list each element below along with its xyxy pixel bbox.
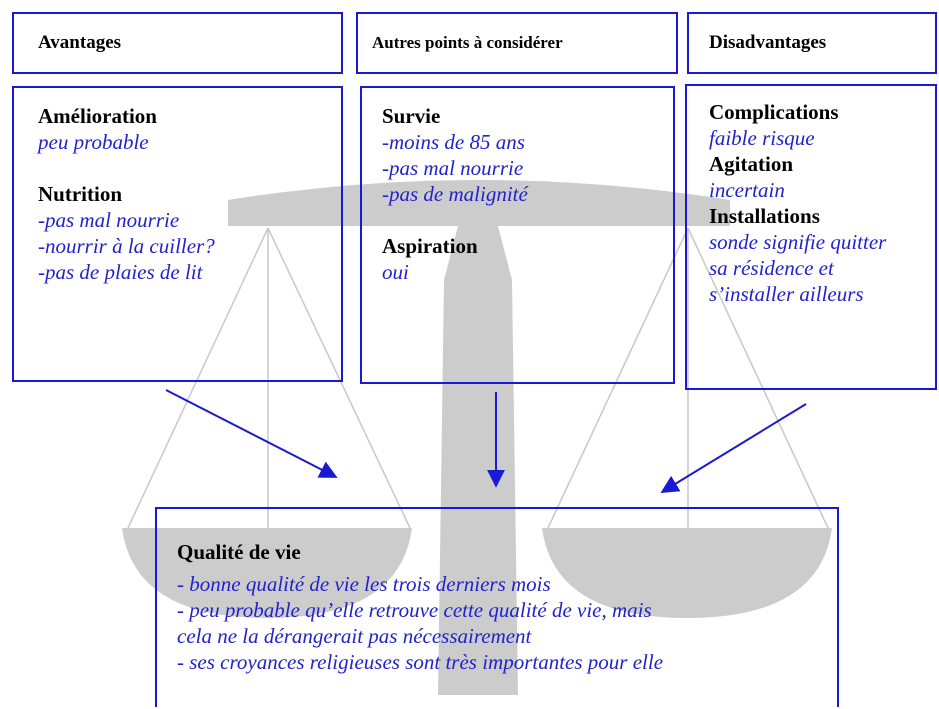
arrow-left-to-quality [165,389,338,478]
survie-title: Survie [382,104,441,128]
header-other-considerations: Autres points à considérer [356,12,678,74]
other-considerations-box: Survie -moins de 85 ans -pas mal nourrie… [360,86,675,384]
quality-line: - bonne qualité de vie les trois dernier… [177,572,551,596]
scale-post [438,226,518,695]
quality-line: - peu probable qu’elle retrouve cette qu… [177,598,652,622]
aspiration-line: oui [382,260,409,284]
advantages-box: Amélioration peu probable Nutrition -pas… [12,86,343,382]
header-other-label: Autres points à considérer [372,33,563,52]
amelioration-line: peu probable [38,130,149,154]
survie-line: -pas de malignité [382,182,528,206]
header-advantages: Avantages [12,12,343,74]
aspiration-title: Aspiration [382,234,478,258]
quality-title: Qualité de vie [177,540,301,564]
installations-title: Installations [709,204,820,228]
right-scale-pan [542,528,832,618]
installations-line: sonde signifie quitter [709,230,887,254]
agitation-title: Agitation [709,152,793,176]
arrow-right-to-quality [660,403,807,493]
left-pan-strings [127,227,411,529]
survie-line: -pas mal nourrie [382,156,524,180]
header-advantages-label: Avantages [38,32,122,53]
complications-title: Complications [709,100,839,124]
quality-of-life-box: Qualité de vie - bonne qualité de vie le… [155,507,839,707]
left-scale-pan [122,528,412,618]
header-disadvantages: Disadvantages [687,12,937,74]
nutrition-line: -pas mal nourrie [38,208,180,232]
nutrition-line: -pas de plaies de lit [38,260,203,284]
amelioration-title: Amélioration [38,104,157,128]
right-pan-strings [547,227,829,529]
installations-line: sa résidence et [709,256,834,280]
complications-line: faible risque [709,126,815,150]
agitation-line: incertain [709,178,785,202]
nutrition-line: -nourrir à la cuiller? [38,234,215,258]
installations-line: s’installer ailleurs [709,282,864,306]
header-disadvantages-label: Disadvantages [709,32,827,53]
quality-line: - ses croyances religieuses sont très im… [177,650,664,674]
survie-line: -moins de 85 ans [382,130,525,154]
nutrition-title: Nutrition [38,182,122,206]
disadvantages-box: Complications faible risque Agitation in… [685,84,937,390]
quality-line: cela ne la dérangerait pas nécessairemen… [177,624,532,648]
scale-beam [228,180,730,226]
